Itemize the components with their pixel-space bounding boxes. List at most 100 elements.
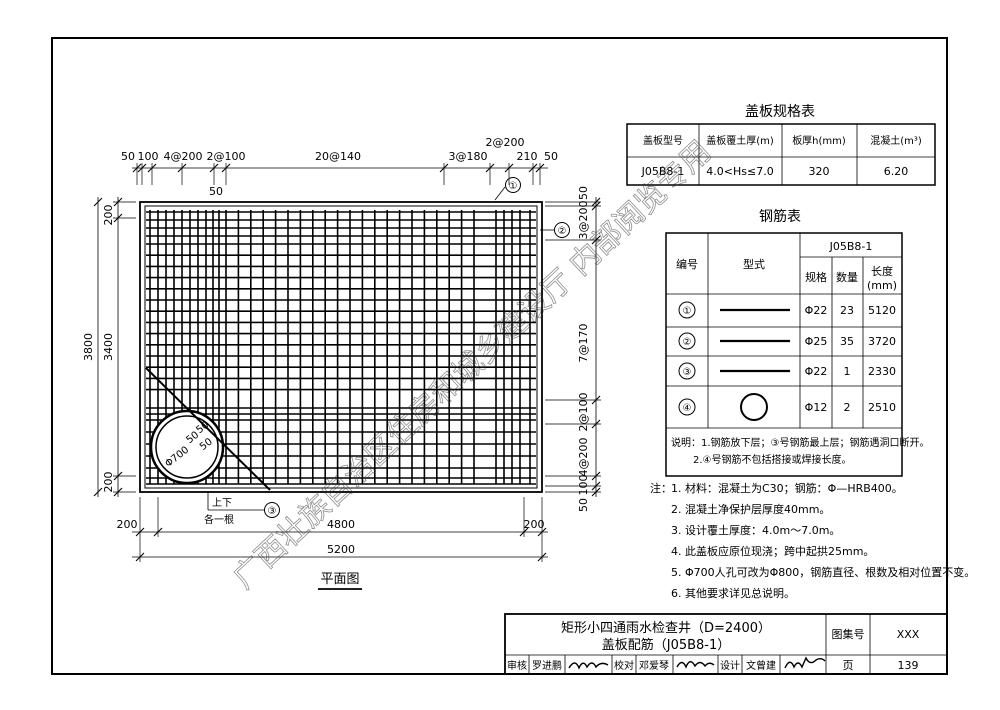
design-label: 设计 [720,659,740,672]
bottom-dim-ticks [135,497,547,562]
rebar-note-1: 说明：1.钢筋放下层；③号钢筋最上层；钢筋遇洞口断开。 [671,436,930,449]
marker-1-leader [494,186,506,201]
callout-updown: 上下 [212,497,232,509]
note-2: 2. 混凝土净保护层厚度40mm。 [671,502,830,516]
right-dim-3at200: 3@200 [577,201,590,240]
marker-1-label: ① [509,181,518,192]
review-name: 罗进鹏 [532,659,562,672]
atlas-no-value: XXX [897,628,920,641]
rebar-spec: Φ25 [805,335,828,348]
bottom-dim-4800: 4800 [327,518,355,531]
title-block-frame [504,613,948,675]
spec-header-concrete: 混凝土(m³) [870,134,922,147]
spec-table-title: 盖板规格表 [745,104,815,120]
spec-table-frame [626,123,936,186]
spec-cell-concrete: 6.20 [884,165,909,178]
rebar-3-diagonal [145,367,271,491]
rebar-length: 5120 [868,304,896,317]
atlas-no-label: 图集号 [832,627,865,641]
rebar-header-spec: 规格 [805,270,827,284]
plan-view: Φ700 50 50 50 ① ② ③ 上下 各一根 50 100 4@200 … [82,136,601,590]
left-total-tick [93,197,103,207]
rebar-note-2: 2.④号钢筋不包括搭接或焊接长度。 [693,453,852,466]
left-dim-200-bottom: 200 [102,472,115,493]
title-block: 矩形小四通雨水检查井（D=2400） 盖板配筋（J05B8-1） 图集号 XXX… [504,613,948,675]
general-notes: 注： 1. 材料：混凝土为C30；钢筋：Φ—HRB400。 2. 混凝土净保护层… [650,481,975,600]
page-label: 页 [843,659,854,672]
slab-inner-edge [144,205,538,489]
rebar-header-shape: 型式 [743,257,765,271]
left-dim-200-top: 200 [102,205,115,226]
spec-header-cover: 盖板覆土厚(m) [706,134,774,147]
top-dim-ticks [132,163,545,185]
bottom-dim-200-left: 200 [117,518,138,531]
top-dim-2at100: 2@100 [207,150,246,163]
rebar-no: ④ [683,403,692,414]
rebar-group-header: J05B8-1 [829,240,873,253]
bottom-dim-200-right: 200 [524,518,545,531]
left-dim-ticks [93,197,136,497]
rebar-table-frame [665,232,903,477]
top-dim-4at200: 4@200 [164,150,203,163]
page-value: 139 [898,659,919,672]
rebar-no-circle [678,332,696,350]
rebar-no-circle [678,398,696,416]
spec-table: 盖板规格表 盖板型号 盖板覆土厚(m) 板厚h(mm) 混凝土(m³) J05B… [626,104,936,186]
rebar-length: 3720 [868,335,896,348]
slab-outline [139,201,543,493]
right-dim-100-bottom: 100 [577,475,590,496]
spec-header-thickness: 板厚h(mm) [792,134,846,147]
rebar-table-title: 钢筋表 [759,208,801,225]
rebar-no-circle [678,301,696,319]
rebar-header-len-unit: (mm) [867,279,897,292]
rebar-qty: 2 [844,401,851,414]
spec-cell-cover: 4.0<Hs≤7.0 [706,165,773,178]
rebar-qty: 1 [844,365,851,378]
review-label: 审核 [507,659,527,672]
note-3: 3. 设计覆土厚度：4.0m～7.0m。 [671,523,840,537]
rebar-qty: 35 [840,335,854,348]
manhole-ring [155,415,219,479]
top-dim-210: 210 [517,150,538,163]
marker-2 [554,222,570,238]
check-label: 校对 [614,659,634,672]
right-dim-ticks [545,197,601,497]
rebar-shape-circle [740,393,768,421]
marker-3-label: ③ [268,506,277,517]
marker-3 [264,502,280,518]
right-dim-7at170: 7@170 [577,324,590,363]
rebar-qty: 23 [840,304,854,317]
right-dim-2at100: 2@100 [577,393,590,432]
left-total-tick [93,487,103,497]
top-dim-50-right: 50 [544,150,558,163]
plan-caption: 平面图 [320,572,359,587]
left-dim-3400: 3400 [102,333,115,361]
note-6: 6. 其他要求详见总说明。 [671,586,795,600]
rebar-no-circle [678,362,696,380]
rebar-length: 2330 [868,365,896,378]
top-sub-dim-50: 50 [209,185,223,198]
top-dim-2at200: 2@200 [486,136,525,149]
manhole-opening [149,409,225,485]
top-dim-50: 50 [121,150,135,163]
bottom-dim-5200: 5200 [327,543,355,556]
left-dim-3800: 3800 [82,333,95,361]
check-name: 邓爱琴 [639,659,669,672]
spec-header-type: 盖板型号 [643,134,683,147]
rebar-spec: Φ22 [805,365,828,378]
rebar-length: 2510 [868,401,896,414]
design-signature [784,656,826,669]
right-dim-50-top: 50 [577,186,590,200]
callout-each: 各一根 [204,513,234,526]
rebar-header-len: 长度 [871,264,893,278]
rebar-header-qty: 数量 [836,271,858,284]
drawing-title-line-1: 矩形小四通雨水检查井（D=2400） [561,621,771,636]
top-dim-20at140: 20@140 [315,150,361,163]
rebar-no: ③ [683,367,692,378]
rebar-no: ① [683,306,692,317]
rebar-spec: Φ12 [805,401,828,414]
rebar-spec: Φ22 [805,304,828,317]
